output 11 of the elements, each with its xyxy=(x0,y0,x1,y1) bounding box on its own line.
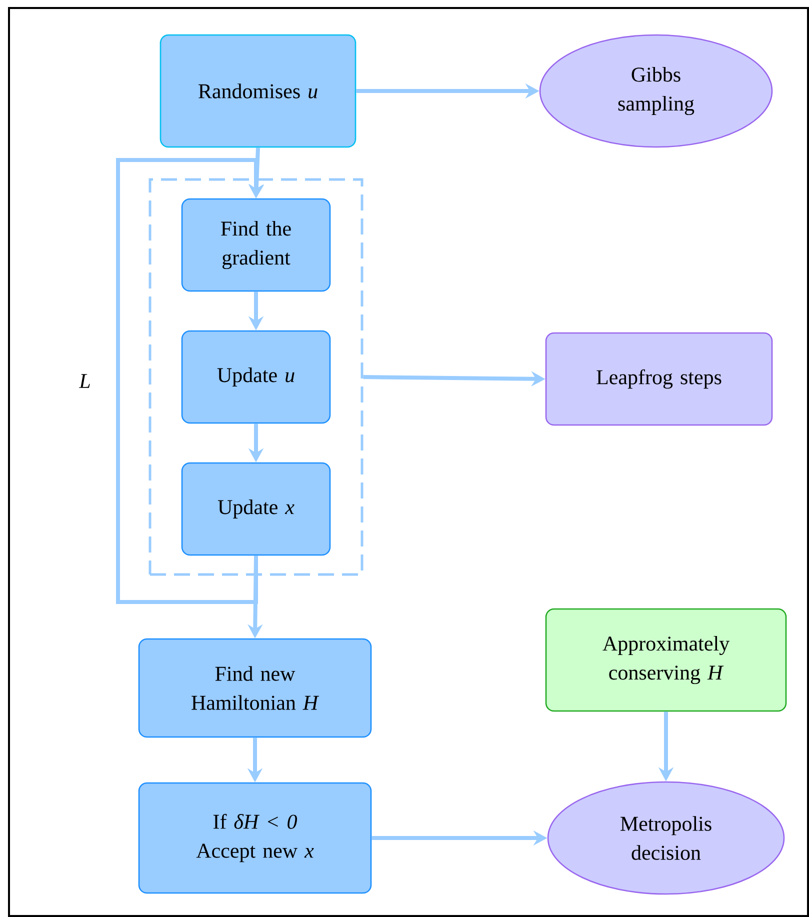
result-box: Leapfrog steps xyxy=(545,332,773,426)
process-box: If δH < 0 Accept new x xyxy=(138,782,372,894)
process-box: Update u xyxy=(181,330,331,424)
edge-label: L xyxy=(77,372,93,390)
process-box: Update x xyxy=(181,462,331,556)
loop-arrow xyxy=(116,158,264,604)
dashed-group-box xyxy=(148,178,364,576)
process-box: Find new Hamiltonian H xyxy=(138,638,372,738)
process-box: Find the gradient xyxy=(181,198,331,292)
process-box: Randomises u xyxy=(160,34,356,148)
note-box: Approximately conserving H xyxy=(545,608,787,712)
